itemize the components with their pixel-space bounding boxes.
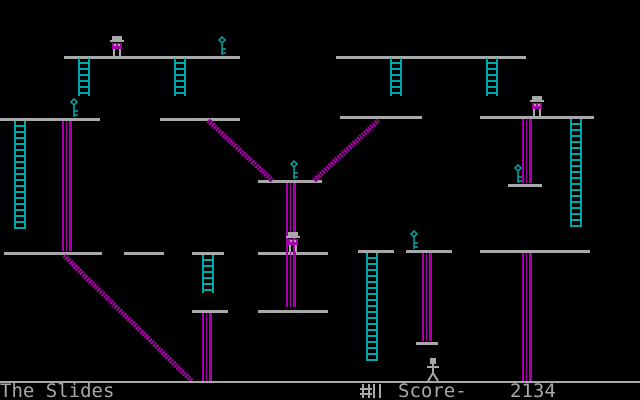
platform [480,116,594,119]
platform [336,56,526,59]
key-icon[interactable] [68,98,80,118]
platform [160,118,240,121]
platform [192,252,224,255]
key-icon[interactable] [512,164,524,184]
slide[interactable] [206,118,275,183]
platform [416,342,438,345]
platform [258,310,328,313]
enemy-icon [286,232,300,252]
platform [0,118,100,121]
ladder[interactable] [78,58,90,96]
rope[interactable] [202,313,212,381]
player-icon[interactable] [426,358,440,381]
ladder[interactable] [202,255,214,293]
platform [124,252,164,255]
platform [480,250,590,253]
platform [508,184,542,187]
platform [258,180,322,183]
rope[interactable] [522,253,532,381]
ladder[interactable] [390,58,402,96]
enemy-icon [530,96,544,116]
ladder[interactable] [14,121,26,229]
platform [4,252,102,255]
platform [358,250,394,253]
platform [192,310,228,313]
lives-hash-icon [360,384,381,398]
platform [340,116,422,119]
ladder[interactable] [486,58,498,96]
rope[interactable] [422,253,432,341]
slide[interactable] [312,118,381,183]
key-icon[interactable] [216,36,228,56]
ground-line [0,381,640,383]
key-icon[interactable] [408,230,420,250]
level-name: The Slides [0,380,115,400]
rope[interactable] [522,119,532,183]
platform [406,250,452,253]
score-value: 2134 [510,380,556,400]
ladder[interactable] [366,253,378,361]
enemy-icon [110,36,124,56]
key-icon[interactable] [288,160,300,180]
platform [64,56,240,59]
ladder[interactable] [174,58,186,96]
ladder[interactable] [570,119,582,227]
slide[interactable] [62,253,195,384]
rope[interactable] [62,121,72,251]
score-label: Score- [398,380,467,400]
